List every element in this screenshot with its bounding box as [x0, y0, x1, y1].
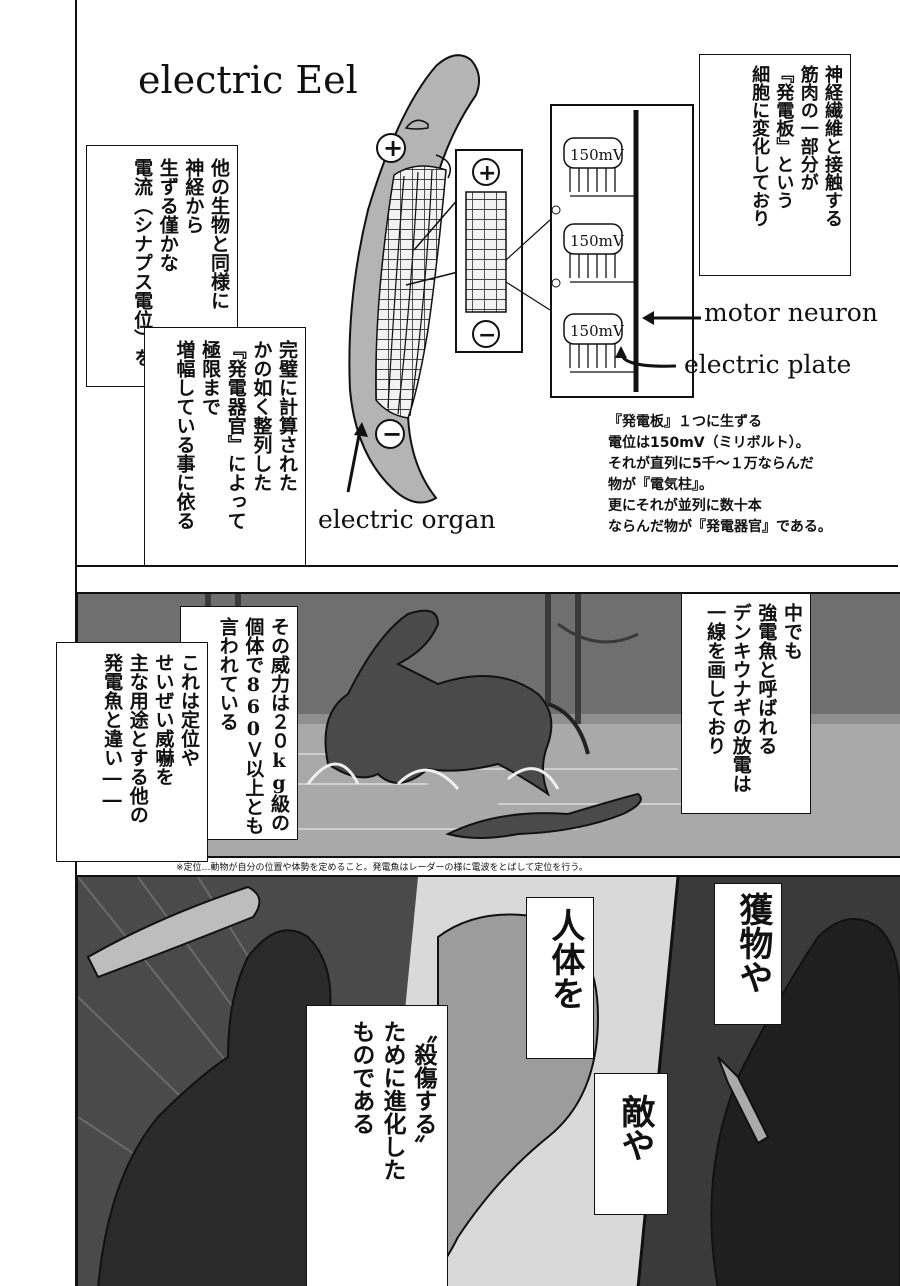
caption-box-panel2-left: これは定位や せいぜい威嚇を 主な用途とする他の 発電魚と違い――	[56, 642, 208, 862]
kunai-weapon	[717, 1056, 770, 1145]
caption-prey: 獲物や	[732, 892, 773, 994]
plus-symbol: +	[383, 134, 403, 162]
info-line-6: ならんだ物が『発電器官』である。	[608, 519, 832, 535]
electric-plate-2	[563, 223, 636, 283]
plate-voltage-1: 150mV	[570, 146, 625, 164]
caption-panel2-left: これは定位や せいぜい威嚇を 主な用途とする他の 発電魚と違い――	[101, 653, 200, 824]
footnote-panel2: ※定位…動物が自分の位置や体勢を定めること。発電魚はレーダーの様に電波をとばして…	[176, 863, 588, 873]
electric-plate-1	[563, 137, 636, 197]
info-line-3: それが直列に5千〜１万ならんだ	[608, 456, 814, 472]
club-weapon	[86, 885, 261, 979]
eel-pectoral-fin	[404, 119, 429, 130]
info-line-1: 『発電板』１つに生ずる	[608, 414, 762, 430]
plate-voltage-3: 150mV	[570, 322, 625, 340]
arrow-electric-organ	[346, 422, 368, 493]
arrow-motor-neuron	[642, 311, 701, 325]
caption-human: 人体を	[544, 908, 585, 1010]
motor-neuron-label: motor neuron	[704, 298, 878, 327]
caption-box-prey: 獲物や	[714, 883, 782, 1025]
eel-minus-circle	[375, 419, 405, 449]
eel-diagram: 150mV 150mV 150mV + − + −	[346, 54, 701, 504]
eel-anal-fin	[435, 154, 451, 179]
panel-horse-scene: 中でも 強電魚と呼ばれる デンキウナギの放電は 一線を画しており その威力は２０…	[76, 592, 900, 858]
caption-panel2-middle: その威力は２０kg級の 個体で860Ｖ以上とも 言われている	[216, 617, 290, 835]
minus-symbol: −	[382, 420, 402, 448]
caption-box-enemy: 敵や	[594, 1073, 668, 1215]
plus-symbol-box: +	[478, 161, 496, 186]
electric-organ-label: electric organ	[318, 505, 496, 534]
eel-in-water	[445, 792, 642, 839]
arrow-electric-plate	[615, 346, 677, 368]
panel-diagram: electric Eel	[76, 0, 898, 567]
caption-box-main: 〝殺傷する〟 ために進化した ものである	[306, 1005, 448, 1286]
diagram-title: electric Eel	[138, 58, 358, 102]
caption-enemy: 敵や	[614, 1094, 655, 1162]
electric-plate-label: electric plate	[684, 350, 852, 379]
info-line-2: 電位は150mV（ミリボルト）。	[608, 435, 810, 451]
caption-left-outer: 他の生物と同様に 神経から 生ずる僅かな 電流（シナプス電位）を	[131, 158, 230, 367]
plate-voltage-2: 150mV	[570, 232, 625, 250]
caption-top-right: 神経繊維と接触する 筋肉の一部分が 『発電板』という 細胞に変化しており	[749, 65, 843, 227]
caption-left-inner: 完璧に計算された かの如く整列した 『発電器官』によって 極限まで 増幅している…	[173, 340, 298, 530]
panel-action-scene: 獲物や 人体を 〝殺傷する〟 ために進化した ものである 敵や	[76, 875, 900, 1286]
caption-main: 〝殺傷する〟 ために進化した ものである	[347, 1020, 437, 1181]
eel-plus-circle	[376, 133, 406, 163]
caption-box-left-inner: 完璧に計算された かの如く整列した 『発電器官』によって 極限まで 増幅している…	[144, 327, 306, 565]
caption-box-top-right: 神経繊維と接触する 筋肉の一部分が 『発電板』という 細胞に変化しており	[699, 54, 851, 276]
caption-box-panel2-right: 中でも 強電魚と呼ばれる デンキウナギの放電は 一線を画しており	[681, 594, 811, 814]
info-line-4: 物が『電気柱』。	[608, 477, 713, 493]
muscular-figure-right	[710, 918, 900, 1286]
caption-box-human: 人体を	[526, 897, 594, 1059]
info-line-5: 更にそれが並列に数十本	[608, 498, 762, 514]
caption-panel2-right: 中でも 強電魚と呼ばれる デンキウナギの放電は 一線を画しており	[704, 603, 803, 793]
info-paragraph: 『発電板』１つに生ずる 電位は150mV（ミリボルト）。 それが直列に5千〜１万…	[608, 412, 832, 538]
electric-plate-3	[563, 313, 636, 373]
minus-symbol-box: −	[478, 323, 496, 348]
